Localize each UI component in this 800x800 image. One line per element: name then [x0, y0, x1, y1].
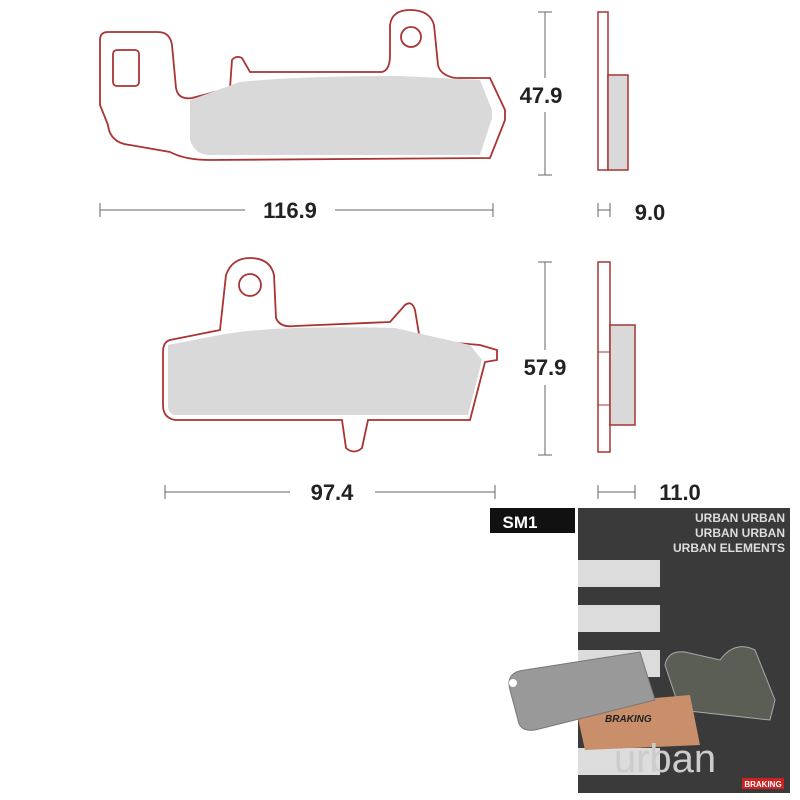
pad2-thickness-label: 11.0 [659, 480, 701, 505]
pad1-thickness-label: 9.0 [635, 200, 666, 225]
product-code: SM1 [503, 513, 538, 532]
banner-line: URBAN ELEMENTS [673, 541, 785, 555]
pad1-width-label: 116.9 [263, 198, 317, 223]
pad1-front-view [99, 9, 506, 161]
pad1-height-label: 47.9 [520, 83, 563, 108]
pad1-dimension-lines [99, 11, 611, 217]
photo-pad-left [508, 651, 656, 731]
pad2-front-view [162, 257, 498, 453]
pad1-hole-round [400, 26, 422, 48]
photo-pad-right [664, 646, 776, 721]
pad2-side-view [597, 261, 636, 453]
pad1-side-view [597, 11, 629, 171]
product-photo: SM1 URBAN URBAN URBAN URBAN URBAN ELEMEN… [490, 508, 790, 793]
pad2-hole-round [238, 273, 262, 297]
pad2-dimension-lines [164, 261, 636, 499]
urban-logo-sub: BRAKING [744, 780, 781, 789]
banner-line: URBAN URBAN [695, 511, 785, 525]
urban-logo: urban [614, 737, 716, 781]
pad2-friction [168, 327, 482, 415]
pad2-width-label: 97.4 [311, 480, 355, 505]
banner-line: URBAN URBAN [695, 526, 785, 540]
pad1-hole-square [112, 49, 140, 87]
pad1-friction [190, 76, 492, 155]
pad-brand-label: BRAKING [605, 714, 652, 725]
pad2-height-label: 57.9 [524, 355, 567, 380]
